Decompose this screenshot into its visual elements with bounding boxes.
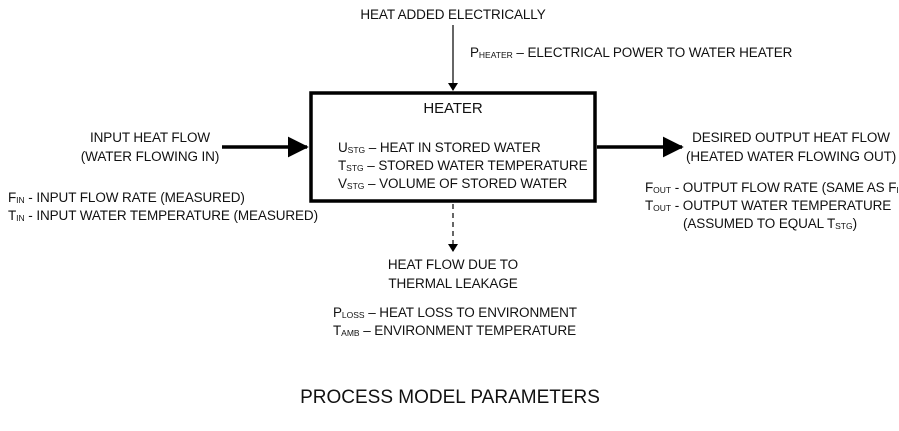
param-symbol: T — [8, 208, 17, 223]
label-line-1: HEAT FLOW DUE TO — [387, 257, 519, 272]
diagram-caption: PROCESS MODEL PARAMETERS — [300, 387, 600, 408]
param-subscript: IN — [896, 185, 899, 195]
label-line-2: (WATER FLOWING IN) — [80, 149, 220, 164]
note-text: ) — [852, 216, 858, 231]
param-subscript: AMB — [341, 328, 360, 338]
param-subscript: STG — [346, 163, 364, 173]
heater-box — [309, 91, 597, 203]
heater-param-u-stg: USTG – HEAT IN STORED WATER — [338, 138, 541, 159]
param-symbol: T — [333, 323, 342, 338]
param-subscript: OUT — [653, 185, 672, 195]
param-subscript: HEATER — [478, 50, 513, 60]
param-subscript: STG — [347, 145, 366, 155]
param-description: – HEAT IN STORED WATER — [365, 140, 541, 155]
output-heat-flow-label: DESIRED OUTPUT HEAT FLOW (HEATED WATER F… — [686, 128, 896, 166]
label-line-1: DESIRED OUTPUT HEAT FLOW — [692, 130, 890, 145]
param-subscript: LOSS — [341, 310, 365, 320]
param-description: – STORED WATER TEMPERATURE — [363, 158, 588, 173]
leakage-label: HEAT FLOW DUE TO THERMAL LEAKAGE — [363, 255, 543, 293]
note-subscript: STG — [835, 221, 853, 231]
param-description: – ENVIRONMENT TEMPERATURE — [359, 323, 577, 338]
param-description: - OUTPUT WATER TEMPERATURE — [671, 198, 892, 213]
input-heat-flow-label: INPUT HEAT FLOW (WATER FLOWING IN) — [70, 128, 230, 166]
input-param-t-in: TIN - INPUT WATER TEMPERATURE (MEASURED) — [8, 206, 318, 227]
param-symbol: F — [8, 190, 17, 205]
heater-param-v-stg: VSTG – VOLUME OF STORED WATER — [338, 174, 567, 195]
note-text: (ASSUMED TO EQUAL T — [683, 216, 836, 231]
param-symbol: F — [645, 180, 654, 195]
param-subscript: STG — [346, 181, 365, 191]
label-line-2: (HEATED WATER FLOWING OUT) — [686, 149, 897, 164]
leakage-param-t-amb: TAMB – ENVIRONMENT TEMPERATURE — [333, 321, 576, 342]
output-param-t-out: TOUT - OUTPUT WATER TEMPERATURE — [645, 196, 891, 217]
param-description: - OUTPUT FLOW RATE (SAME AS F — [671, 180, 897, 195]
param-description: – HEAT LOSS TO ENVIRONMENT — [364, 305, 577, 320]
electrical-heat-label: HEAT ADDED ELECTRICALLY — [360, 7, 546, 22]
label-line-1: INPUT HEAT FLOW — [89, 130, 210, 145]
param-symbol: U — [338, 140, 348, 155]
label-line-2: THERMAL LEAKAGE — [388, 276, 518, 291]
input-param-f-in: FIN - INPUT FLOW RATE (MEASURED) — [8, 188, 245, 209]
param-subscript: OUT — [653, 203, 672, 213]
param-description: – ELECTRICAL POWER TO WATER HEATER — [512, 45, 793, 60]
leakage-param-p-loss: PLOSS – HEAT LOSS TO ENVIRONMENT — [333, 303, 577, 324]
p-heater-param: PHEATER – ELECTRICAL POWER TO WATER HEAT… — [470, 43, 792, 64]
param-description: – VOLUME OF STORED WATER — [364, 176, 568, 191]
param-subscript: IN — [16, 213, 25, 223]
param-symbol: V — [338, 176, 347, 191]
heater-title: HEATER — [423, 100, 483, 117]
heater-param-t-stg: TSTG – STORED WATER TEMPERATURE — [338, 156, 588, 177]
output-note: (ASSUMED TO EQUAL TSTG) — [683, 214, 857, 235]
param-symbol: P — [333, 305, 342, 320]
output-param-f-out: FOUT - OUTPUT FLOW RATE (SAME AS FIN) — [645, 178, 899, 199]
param-symbol: P — [470, 45, 479, 60]
param-symbol: T — [338, 158, 347, 173]
param-symbol: T — [645, 198, 654, 213]
param-description: - INPUT FLOW RATE (MEASURED) — [24, 190, 245, 205]
param-description: - INPUT WATER TEMPERATURE (MEASURED) — [24, 208, 318, 223]
param-subscript: IN — [16, 195, 25, 205]
